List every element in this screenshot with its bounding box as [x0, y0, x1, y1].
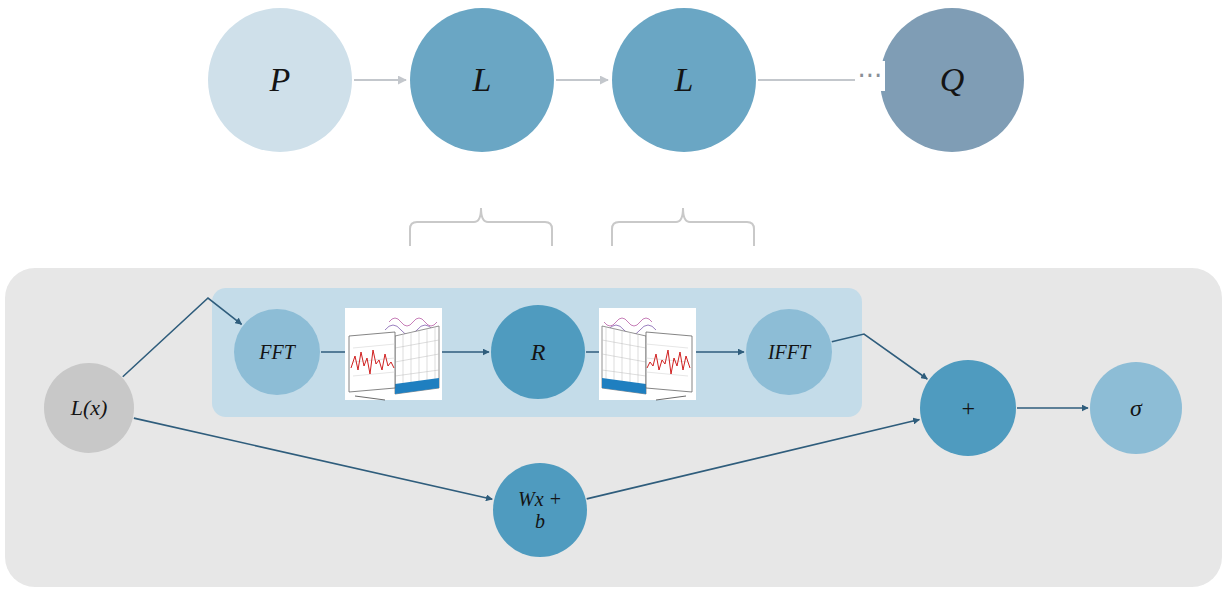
node-label: FFT: [259, 341, 295, 363]
connector-arrow: [1017, 407, 1088, 409]
bracket: [612, 208, 754, 246]
ifft-circle: IFFT: [746, 309, 832, 395]
node-label: R: [531, 339, 546, 365]
layer-circle: L: [612, 8, 756, 152]
connector-arrow: [134, 418, 492, 499]
bracket: [410, 208, 552, 246]
fft-circle: FFT: [234, 309, 320, 395]
output-circle: Q: [880, 8, 1024, 152]
connector-arrow: [123, 298, 242, 377]
spectral-panel: [212, 288, 862, 417]
activation-circle: σ: [1090, 362, 1182, 454]
spectrum-illustration: [345, 308, 442, 400]
layer-input-circle: L(x): [44, 363, 134, 453]
linear-circle: Wx + b: [493, 463, 587, 557]
node-label: +: [960, 395, 976, 421]
node-label: σ: [1130, 395, 1142, 421]
node-label: L: [473, 61, 492, 98]
connector-arrow: [587, 420, 920, 499]
connector-arrow: [832, 334, 927, 379]
connector-arrow: [556, 79, 608, 81]
sum-circle: +: [920, 360, 1016, 456]
node-label: L: [675, 61, 694, 98]
ellipsis-label: ···: [855, 61, 886, 91]
node-label: IFFT: [768, 341, 810, 363]
node-label: L(x): [71, 396, 108, 420]
input-circle: P: [208, 8, 352, 152]
layer-circle: L: [410, 8, 554, 152]
connector-arrow: [354, 79, 406, 81]
weights-circle: R: [491, 305, 585, 399]
node-label: P: [270, 61, 291, 98]
layer-panel: [5, 268, 1222, 587]
node-label: Wx + b: [514, 488, 566, 532]
spectrum-illustration: [599, 308, 696, 400]
node-label: Q: [940, 61, 965, 98]
